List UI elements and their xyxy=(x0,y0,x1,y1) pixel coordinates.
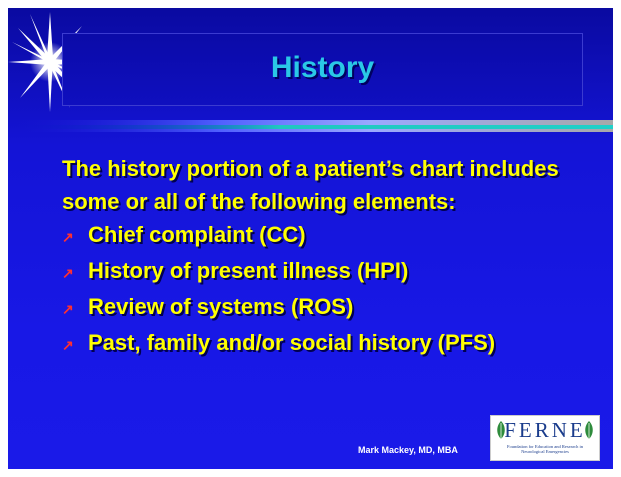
list-item: ↗ Chief complaint (CC) xyxy=(62,218,592,254)
slide-title: History xyxy=(270,51,375,84)
list-item: ↗ Review of systems (ROS) xyxy=(62,290,592,326)
arrow-up-right-icon: ↗ xyxy=(62,337,74,353)
arrow-up-right-icon: ↗ xyxy=(62,265,74,281)
slide-body: The history portion of a patient’s chart… xyxy=(62,152,592,362)
ferne-logo: FERNE Foundation for Education and Resea… xyxy=(490,415,600,461)
title-divider xyxy=(8,120,613,132)
bullet-label: History of present illness (HPI) xyxy=(88,258,409,283)
logo-wordmark: FERNE xyxy=(504,418,586,442)
bullet-label: Review of systems (ROS) xyxy=(88,294,354,319)
arrow-up-right-icon: ↗ xyxy=(62,301,74,317)
bullet-label: Chief complaint (CC) xyxy=(88,222,306,247)
title-box: History xyxy=(62,33,583,106)
list-item: ↗ History of present illness (HPI) xyxy=(62,254,592,290)
slide: History The history portion of a patient… xyxy=(8,8,613,469)
leaf-icon xyxy=(585,421,593,439)
author-credit: Mark Mackey, MD, MBA xyxy=(358,445,458,455)
intro-paragraph: The history portion of a patient’s chart… xyxy=(62,156,559,214)
arrow-up-right-icon: ↗ xyxy=(62,229,74,245)
logo-tagline: Foundation for Education and Research in… xyxy=(506,444,584,454)
bullet-label: Past, family and/or social history (PFS) xyxy=(88,330,496,355)
list-item: ↗ Past, family and/or social history (PF… xyxy=(62,326,592,362)
bullet-list: ↗ Chief complaint (CC) ↗ History of pres… xyxy=(62,218,592,362)
leaf-icon xyxy=(497,421,505,439)
